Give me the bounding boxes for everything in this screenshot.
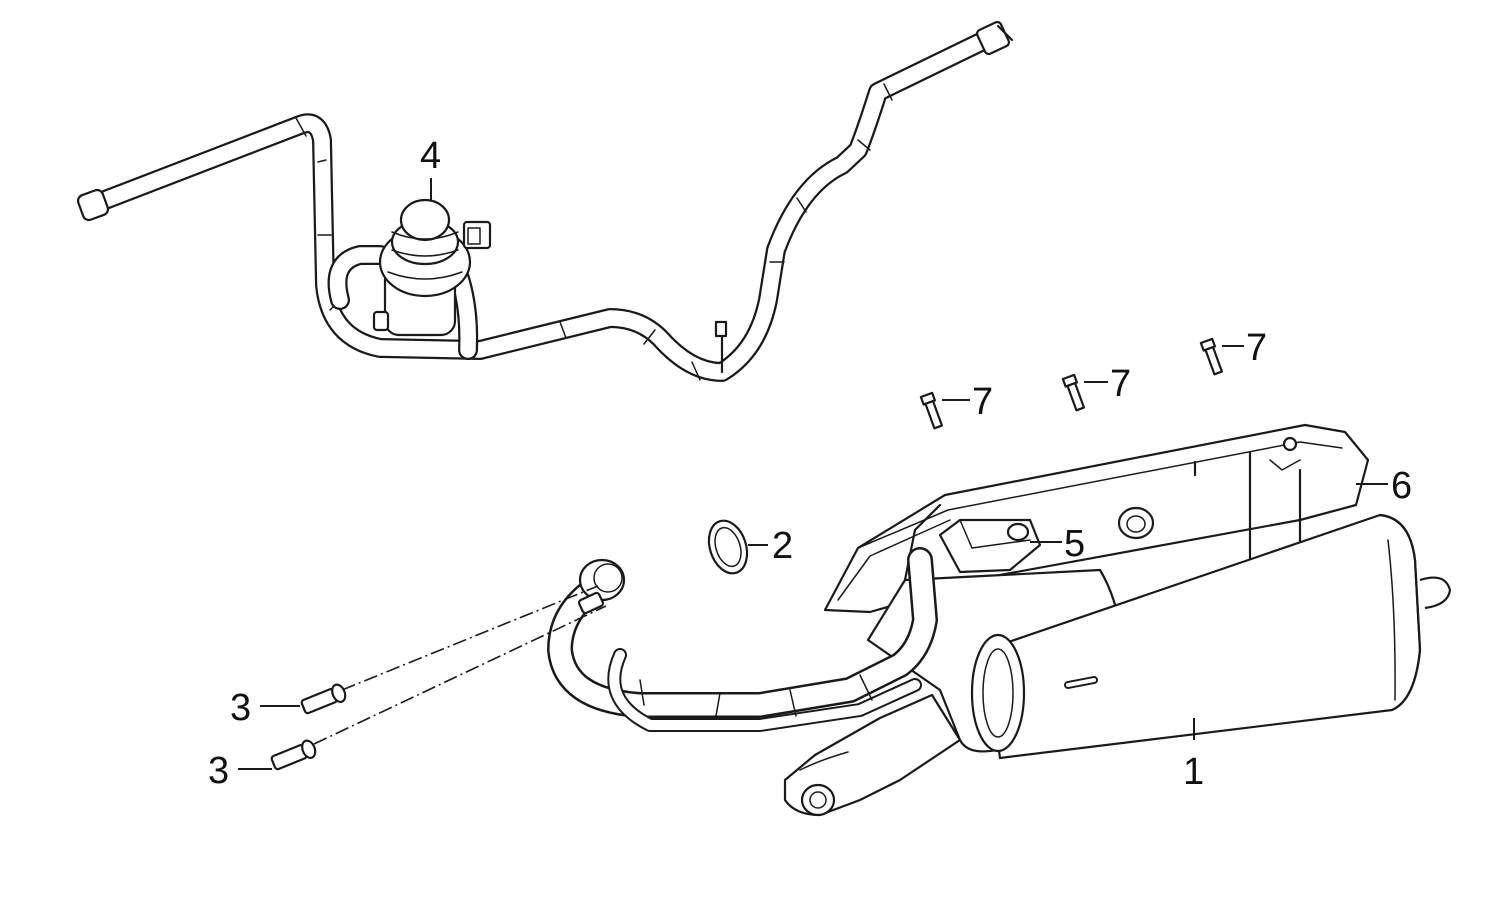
bolt-7-b bbox=[1061, 373, 1086, 412]
callout-3-upper: 3 bbox=[230, 687, 251, 729]
exhaust-header bbox=[547, 547, 938, 732]
callout-7-a: 7 bbox=[972, 381, 993, 423]
stud-3-lower bbox=[270, 739, 317, 771]
callout-7-b: 7 bbox=[1110, 363, 1131, 405]
callout-6: 6 bbox=[1391, 465, 1412, 507]
callout-4: 4 bbox=[420, 135, 441, 177]
air-valve bbox=[327, 198, 492, 360]
callout-5: 5 bbox=[1064, 523, 1085, 565]
callout-2: 2 bbox=[772, 525, 793, 567]
callout-1: 1 bbox=[1183, 751, 1204, 793]
callout-3-lower: 3 bbox=[208, 750, 229, 792]
hose-end-left bbox=[76, 188, 110, 222]
gasket-2 bbox=[707, 519, 749, 575]
bolt-7-c bbox=[1199, 337, 1224, 376]
callout-7-c: 7 bbox=[1246, 327, 1267, 369]
air-hose-assembly bbox=[76, 20, 1014, 382]
bolt-7-a bbox=[919, 391, 944, 430]
stud-3-upper bbox=[300, 683, 347, 715]
leader-lines bbox=[238, 178, 1388, 770]
